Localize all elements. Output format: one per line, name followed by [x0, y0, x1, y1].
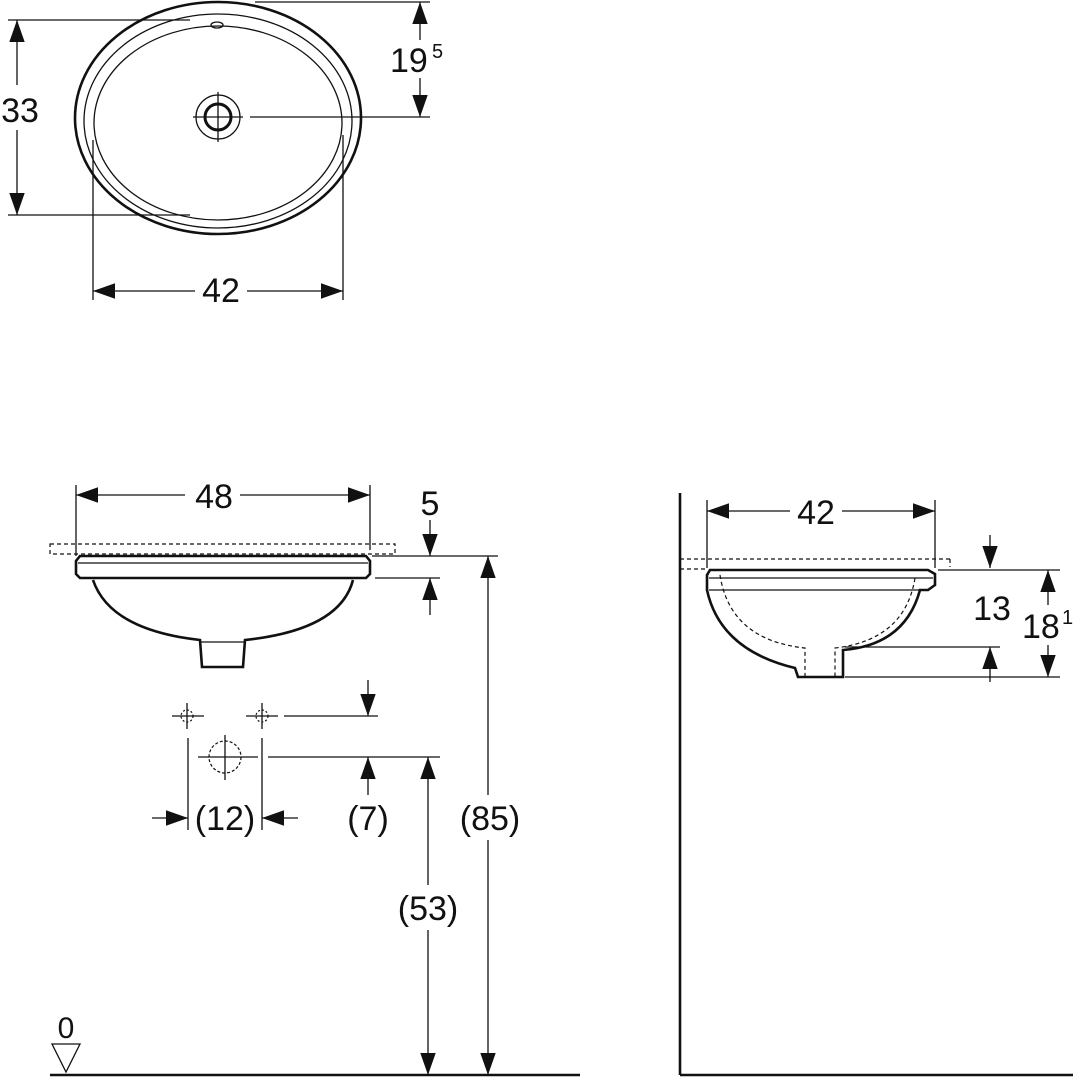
basin-rim-inner: [83, 13, 353, 229]
drain-offset-dimension: 19: [390, 42, 428, 80]
rim-from-floor-dimension: (85): [460, 800, 520, 838]
total-height-dimension: 18: [1022, 608, 1060, 646]
overflow-hole: [210, 21, 224, 29]
side-view: 42 13 18 1: [678, 493, 1073, 1077]
basin-outer-rim: [73, 0, 363, 236]
outer-width-dimension: 48: [195, 478, 233, 516]
drain-icon: [193, 92, 243, 142]
floor-level-label: 0: [58, 1012, 75, 1045]
bowl-depth-dimension: 13: [973, 590, 1011, 628]
basin-side-profile: [705, 568, 937, 679]
tap-hole-left: [172, 703, 204, 729]
tap-spacing-dimension: (12): [195, 800, 255, 838]
countertop-outline: [49, 543, 396, 555]
basin-bowl-edge: [93, 25, 343, 221]
front-view: 48 5 (85) (7): [49, 478, 580, 1077]
total-height-superscript: 1: [1062, 607, 1073, 629]
drain-position-marker: [198, 735, 258, 780]
tap-hole-right: [246, 703, 278, 729]
rim-height-dimension: 5: [421, 485, 440, 523]
drain-offset-superscript: 5: [432, 41, 443, 63]
depth-dimension: 33: [1, 92, 39, 130]
side-inner-width-dimension: 42: [797, 494, 835, 532]
tap-above-drain-dimension: (7): [347, 800, 389, 838]
level-marker-icon: [50, 1043, 82, 1074]
drain-from-floor-dimension: (53): [398, 890, 458, 928]
basin-front-profile: [74, 554, 372, 580]
top-view: 33 19 5 42: [1, 0, 443, 310]
inner-width-dimension: 42: [202, 272, 240, 310]
